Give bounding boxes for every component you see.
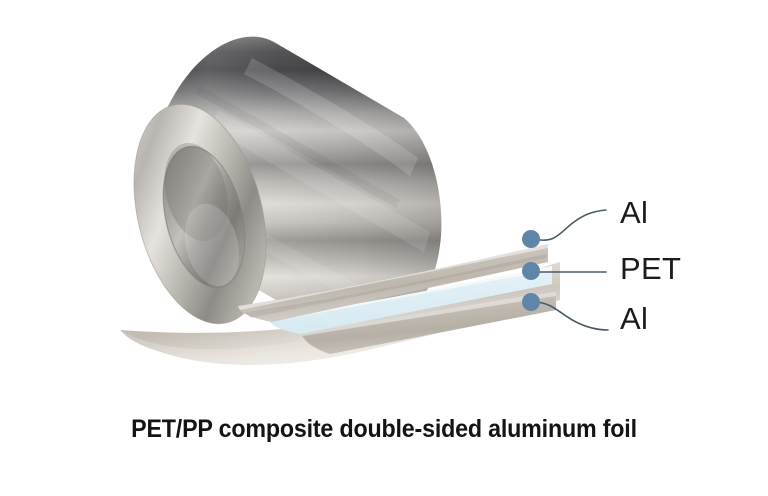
callout-label-pet: PET <box>620 251 682 286</box>
roll-outer-rim-edge <box>133 103 267 325</box>
roll-bore-shadow <box>164 142 228 242</box>
callout-dot-al-top <box>522 230 540 248</box>
callout-dot-al-bottom <box>522 293 540 311</box>
callout-label-al-bottom: Al <box>620 301 649 336</box>
callout-label-al-top: Al <box>620 195 649 230</box>
layer-aluminum-bottom <box>300 292 556 354</box>
callout-dot-pet <box>522 262 540 280</box>
callout-dots <box>522 230 540 311</box>
leader-line-al-top <box>533 209 607 241</box>
aluminum-top-edge-light <box>238 244 548 310</box>
roll-end-face <box>133 103 267 325</box>
callout-leaders <box>533 209 609 331</box>
aluminum-bottom-edge-light <box>300 292 556 336</box>
leader-line-al-bottom <box>533 301 609 331</box>
pet-edge-light <box>268 266 552 322</box>
roll-bore-highlight <box>184 203 240 287</box>
aluminum-top-shadow <box>246 254 546 318</box>
aluminum-bottom-sheet <box>300 292 556 354</box>
layer-aluminum-top <box>238 244 548 322</box>
figure-caption: PET/PP composite double-sided aluminum f… <box>131 415 637 443</box>
layer-pet-middle <box>268 266 552 334</box>
roll-inner-bore <box>163 146 245 288</box>
roll-inner-bore-edge <box>162 145 246 289</box>
